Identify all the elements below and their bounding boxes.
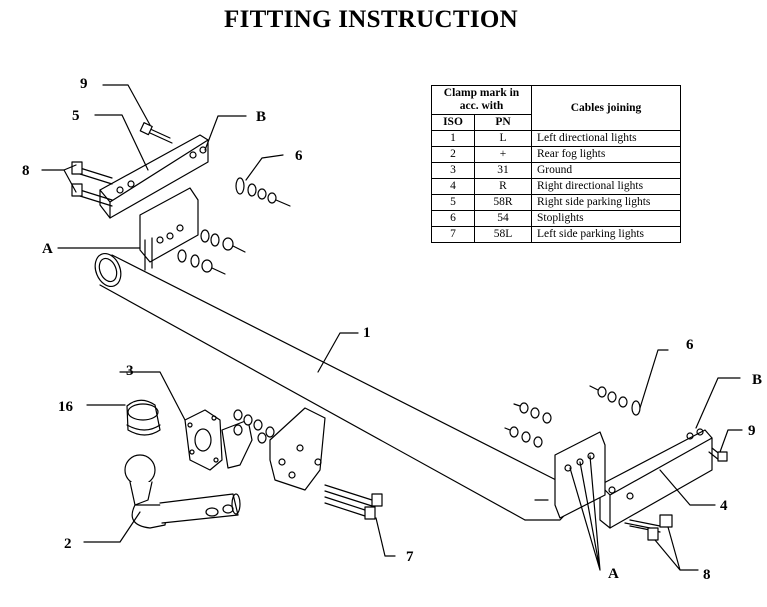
table-subheader-row: ISO PN <box>431 114 681 131</box>
towball-cap <box>126 399 161 436</box>
iso-cell: 4 <box>431 178 475 195</box>
ball-mount-plate <box>184 407 326 491</box>
pn-cell: 54 <box>474 210 532 227</box>
cable-cell: Ground <box>531 162 681 179</box>
pn-cell: R <box>474 178 532 195</box>
header-pn: PN <box>474 114 532 131</box>
label-5: 5 <box>72 108 80 124</box>
table-header-row: Clamp mark in acc. with Cables joining <box>431 85 681 131</box>
leader-lines <box>41 84 743 571</box>
pn-cell: 58L <box>474 226 532 243</box>
cable-cell: Right directional lights <box>531 178 681 195</box>
iso-cell: 1 <box>431 130 475 147</box>
label-9-left: 9 <box>80 76 88 92</box>
label-6-right: 6 <box>686 337 694 353</box>
left-bolts <box>71 122 291 275</box>
iso-cell: 2 <box>431 146 475 163</box>
iso-cell: 5 <box>431 194 475 211</box>
header-iso: ISO <box>431 114 475 131</box>
label-6-left: 6 <box>295 148 303 164</box>
label-9-right: 9 <box>748 423 756 439</box>
page-title: FITTING INSTRUCTION <box>224 6 518 33</box>
label-b-left: B <box>256 109 266 125</box>
pn-cell: 31 <box>474 162 532 179</box>
label-b-right: B <box>752 372 762 388</box>
label-a-left: A <box>42 241 53 257</box>
iso-cell: 3 <box>431 162 475 179</box>
label-4: 4 <box>720 498 728 514</box>
pn-cell: + <box>474 146 532 163</box>
cable-cell: Right side parking lights <box>531 194 681 211</box>
cable-cell: Left directional lights <box>531 130 681 147</box>
header-clamp-mark: Clamp mark in acc. with <box>431 85 532 115</box>
label-a-right: A <box>608 566 619 582</box>
cable-connection-table: Clamp mark in acc. with Cables joining I… <box>431 85 681 243</box>
right-bracket <box>554 428 713 529</box>
right-bolts <box>504 385 728 541</box>
cable-cell: Stoplights <box>531 210 681 227</box>
crossbar-tube <box>94 253 574 521</box>
towball <box>124 454 241 529</box>
cable-cell: Left side parking lights <box>531 226 681 243</box>
left-bracket <box>99 134 209 271</box>
label-8-left: 8 <box>22 163 30 179</box>
pn-cell: 58R <box>474 194 532 211</box>
label-7: 7 <box>406 549 414 565</box>
label-1: 1 <box>363 325 371 341</box>
iso-cell: 6 <box>431 210 475 227</box>
iso-cell: 7 <box>431 226 475 243</box>
label-8-right: 8 <box>703 567 711 583</box>
cable-cell: Rear fog lights <box>531 146 681 163</box>
label-2: 2 <box>64 536 72 552</box>
table-row: 2+Rear fog lights <box>431 146 681 163</box>
pn-cell: L <box>474 130 532 147</box>
label-3: 3 <box>126 363 134 379</box>
bolts-part-7 <box>324 484 383 520</box>
header-cables-joining: Cables joining <box>531 85 681 131</box>
label-16: 16 <box>58 399 74 415</box>
